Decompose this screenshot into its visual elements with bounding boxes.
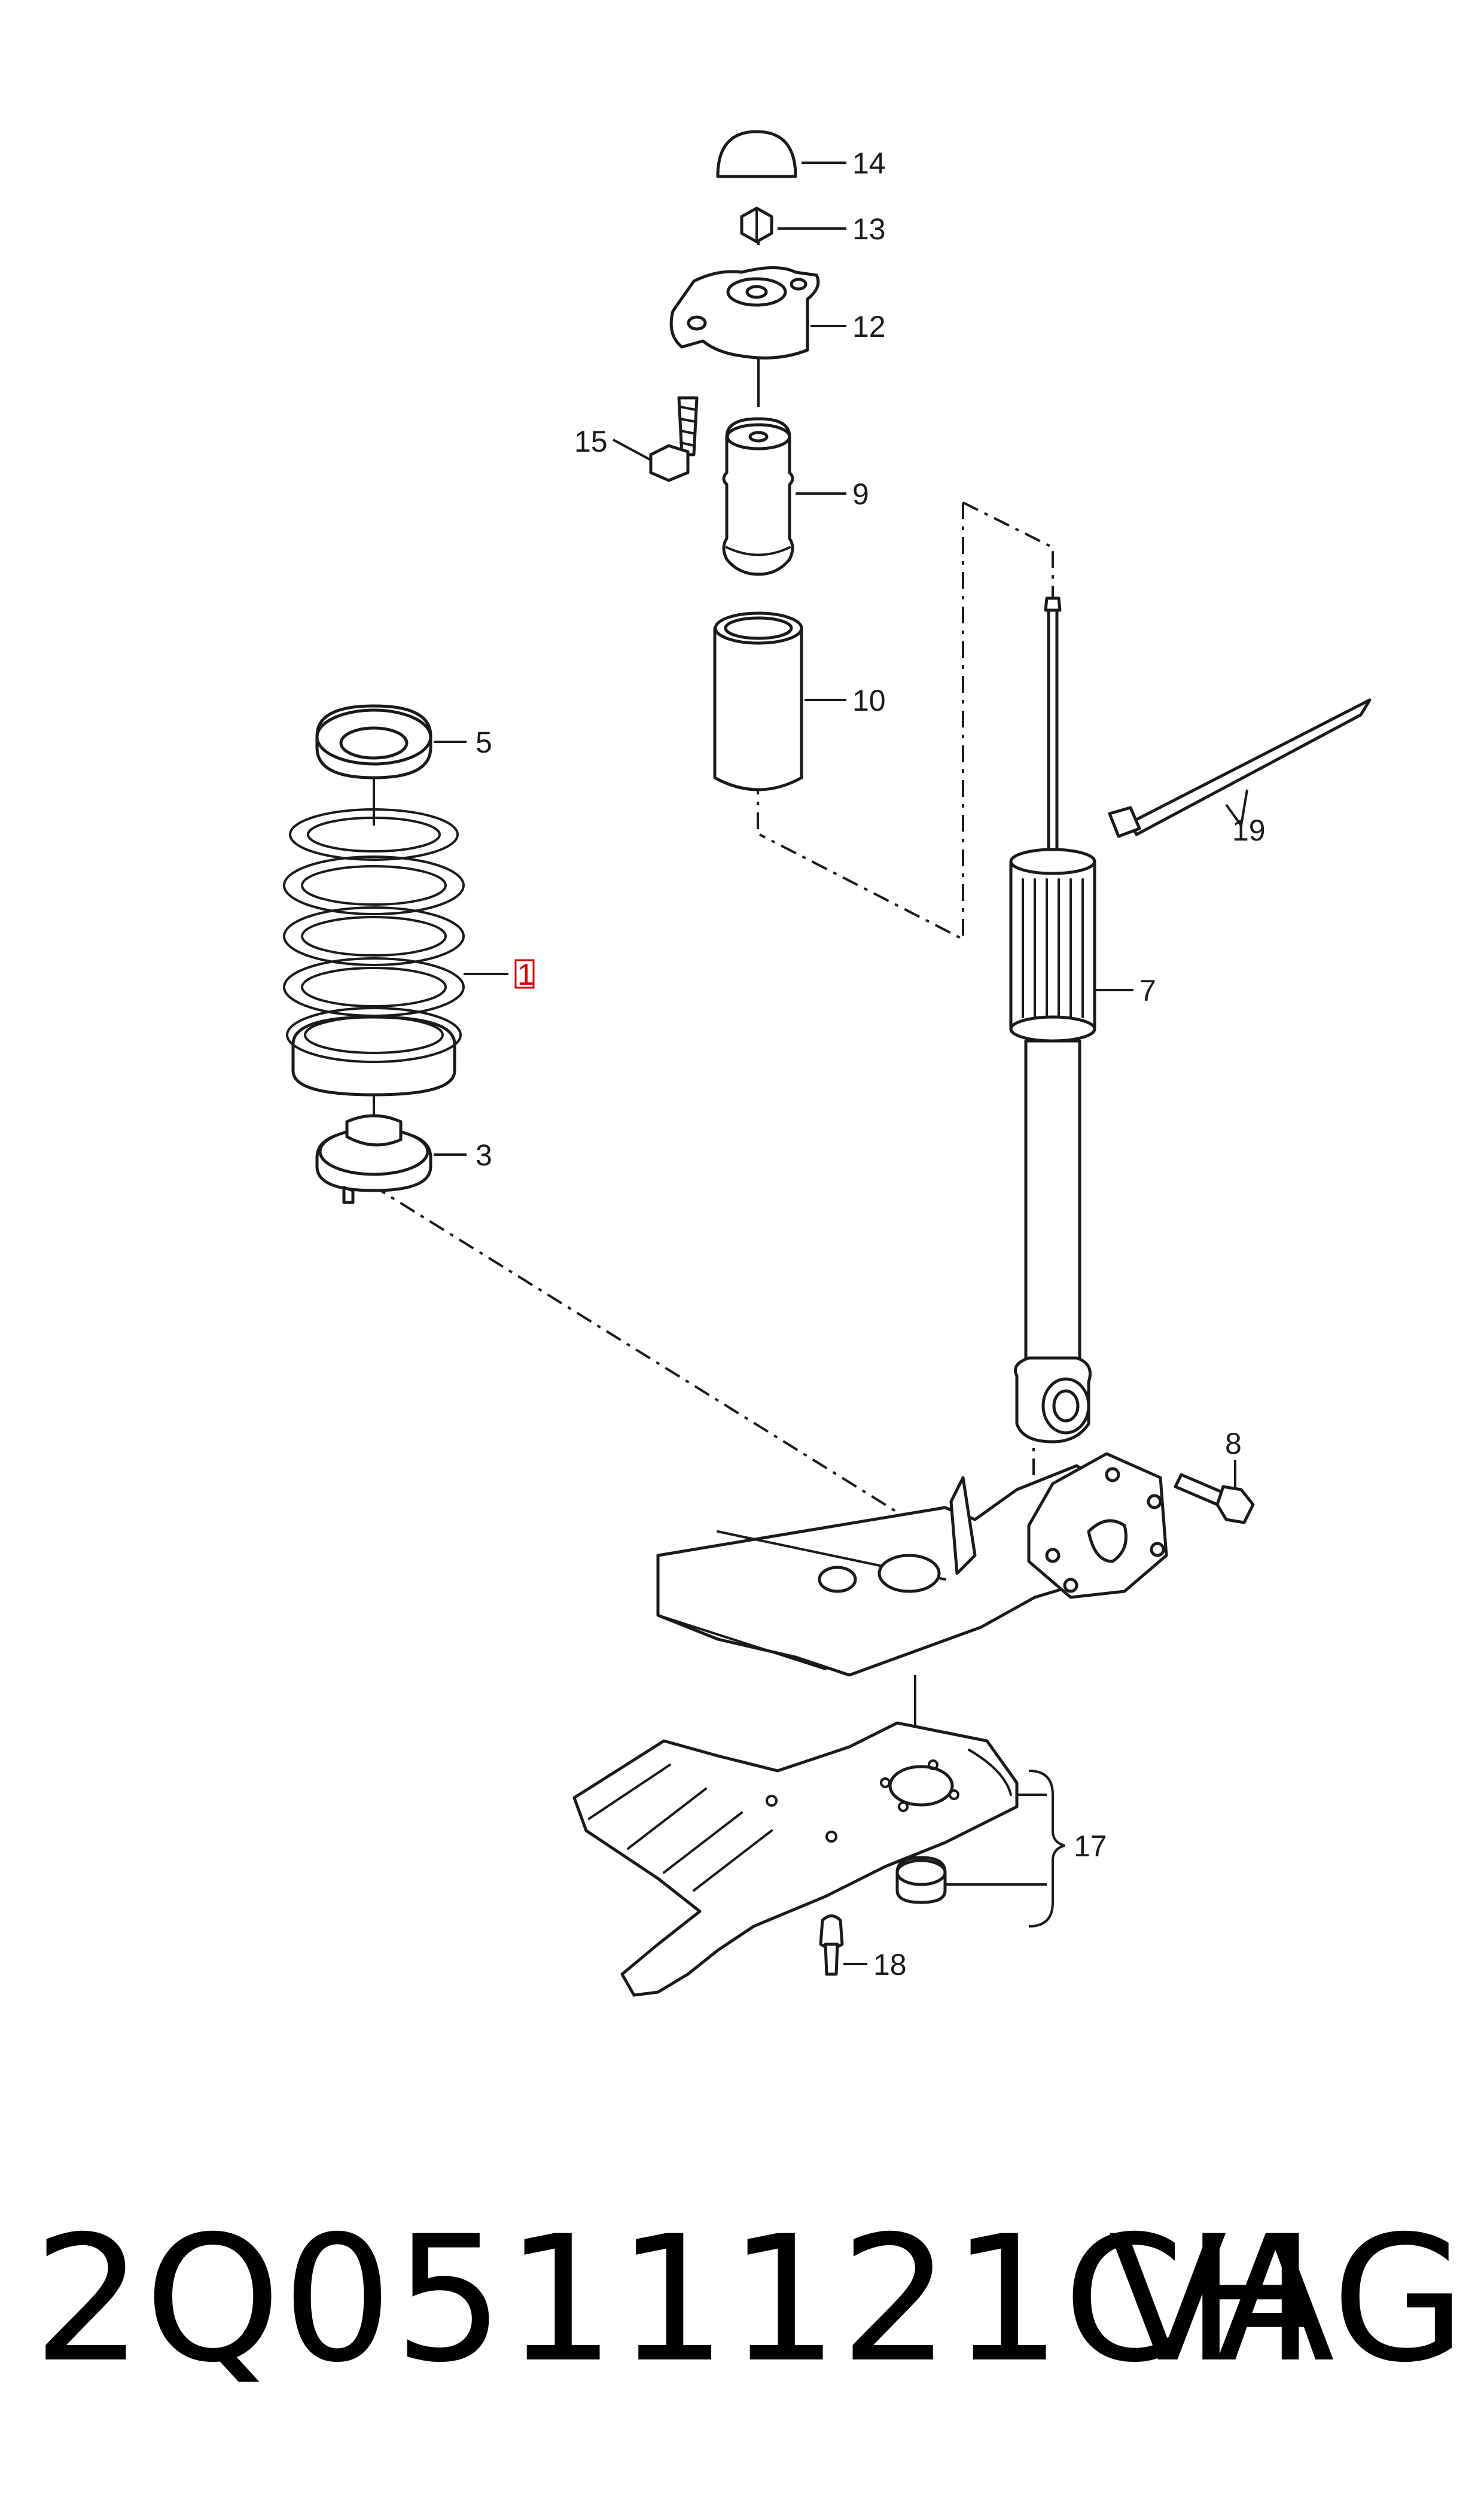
bolt-part-8[interactable]	[1174, 1473, 1255, 1524]
upper-spring-seat-part-5[interactable]	[315, 704, 432, 780]
coil-spring-part-1[interactable]	[283, 808, 465, 1097]
callout-1: 1	[517, 958, 534, 991]
bolt-part-15[interactable]	[649, 396, 699, 482]
callout-19: 19	[1232, 814, 1266, 847]
axle-beam	[656, 1452, 1168, 1677]
clip-part-18[interactable]	[819, 1914, 844, 1976]
callout-13: 13	[852, 212, 886, 246]
underbody-panel-part-17[interactable]	[572, 1721, 1019, 1997]
lower-spring-seat-part-3[interactable]	[315, 1114, 432, 1204]
bump-stop-part-9[interactable]	[722, 417, 794, 576]
callout-9: 9	[852, 477, 869, 511]
brand-name: VAG	[1108, 2199, 1466, 2401]
callout-8: 8	[1225, 1427, 1242, 1460]
callout-17: 17	[1074, 1829, 1107, 1863]
cap-part-14[interactable]	[716, 130, 797, 178]
shock-absorber-part-7[interactable]	[1009, 596, 1096, 1444]
callout-5: 5	[476, 726, 492, 759]
callout-3: 3	[476, 1138, 492, 1172]
callout-1-highlight-box	[514, 959, 535, 989]
cable-tie-part-19[interactable]	[1108, 698, 1372, 838]
nut-part-13[interactable]	[740, 206, 773, 243]
callout-labels: 14 13 12 15 9 10 5 1 3 7 19 8 17 18	[476, 147, 1266, 1981]
callout-12: 12	[852, 310, 886, 343]
part-number: 2Q0511121CH	[33, 2199, 1317, 2401]
callout-15: 15	[574, 425, 608, 458]
callout-18: 18	[873, 1948, 907, 1981]
dust-boot-part-10[interactable]	[713, 611, 803, 791]
top-mount-part-12[interactable]	[669, 266, 820, 360]
callout-leaders	[434, 162, 1248, 1965]
callout-10: 10	[852, 684, 886, 717]
callout-7: 7	[1139, 974, 1156, 1007]
callout-14: 14	[852, 147, 886, 180]
